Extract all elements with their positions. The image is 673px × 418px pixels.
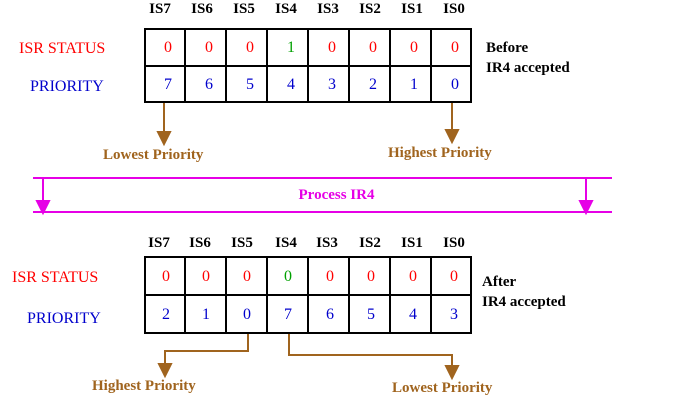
top-highest-priority-label: Highest Priority: [388, 145, 492, 161]
top-lowest-priority-label: Lowest Priority: [103, 147, 204, 163]
top-header-is4: IS4: [275, 1, 297, 17]
top-header-is1: IS1: [401, 1, 423, 17]
top-priority-is0: 0: [451, 76, 459, 93]
top-isr-is6: 0: [205, 39, 213, 56]
top-header-is3: IS3: [317, 1, 339, 17]
top-priority-is6: 6: [205, 76, 213, 93]
bottom-highest-arrow-shaft: [164, 334, 249, 366]
bottom-header-is4: IS4: [275, 235, 297, 251]
top-isr-is4: 1: [287, 39, 295, 56]
bottom-header-is3: IS3: [316, 235, 338, 251]
bottom-isr-is1: 0: [409, 268, 417, 285]
bottom-lowest-arrow-shaft: [288, 334, 453, 368]
bottom-isr-is7: 0: [162, 268, 170, 285]
bottom-header-is6: IS6: [189, 235, 211, 251]
after-note-line2: IR4 accepted: [482, 294, 566, 310]
top-priority-is7: 7: [164, 76, 172, 93]
bottom-isr-is4: 0: [284, 268, 292, 285]
before-note-line2: IR4 accepted: [486, 60, 570, 76]
bottom-priority-is0: 3: [450, 306, 458, 323]
bottom-priority-is5: 0: [243, 306, 251, 323]
bottom-isr-is2: 0: [367, 268, 375, 285]
before-note: Before IR4 accepted: [486, 38, 570, 78]
top-priority-is3: 3: [328, 76, 336, 93]
process-ir4-label: Process IR4: [298, 187, 375, 203]
bottom-priority-is2: 5: [367, 306, 375, 323]
after-note-line1: After: [482, 274, 517, 290]
top-header-is2: IS2: [359, 1, 381, 17]
bottom-priority-is3: 6: [326, 306, 334, 323]
top-lowest-arrowhead: [156, 131, 172, 147]
bottom-priority-is7: 2: [162, 306, 170, 323]
top-header-is6: IS6: [191, 1, 213, 17]
top-highest-arrowhead: [444, 129, 460, 145]
top-isr-is5: 0: [246, 39, 254, 56]
bottom-lowest-arrowhead: [444, 365, 460, 381]
bottom-isr-is0: 0: [450, 268, 458, 285]
process-right-arrowhead: [578, 200, 594, 216]
top-isr-is7: 0: [164, 39, 172, 56]
bottom-lowest-priority-label: Lowest Priority: [392, 380, 493, 396]
bottom-highest-priority-label: Highest Priority: [92, 378, 196, 394]
bottom-isr-is6: 0: [202, 268, 210, 285]
top-isr-is1: 0: [410, 39, 418, 56]
bottom-header-is1: IS1: [401, 235, 423, 251]
top-priority-is5: 5: [246, 76, 254, 93]
bottom-isr-status-label: ISR STATUS: [12, 269, 99, 286]
after-note: After IR4 accepted: [482, 272, 566, 312]
top-isr-is0: 0: [451, 39, 459, 56]
top-priority-is1: 1: [410, 76, 418, 93]
process-left-arrowhead: [35, 200, 51, 216]
bottom-priority-is1: 4: [409, 306, 417, 323]
top-header-is7: IS7: [149, 1, 171, 17]
bottom-header-is0: IS0: [443, 235, 465, 251]
bottom-header-is5: IS5: [231, 235, 253, 251]
before-note-line1: Before: [486, 40, 529, 56]
bottom-priority-is4: 7: [284, 306, 292, 323]
bottom-header-is7: IS7: [148, 235, 170, 251]
top-priority-label: PRIORITY: [30, 78, 104, 95]
top-isr-is2: 0: [369, 39, 377, 56]
top-priority-is2: 2: [369, 76, 377, 93]
bottom-priority-is6: 1: [202, 306, 210, 323]
top-isr-status-label: ISR STATUS: [19, 40, 106, 57]
bottom-highest-arrowhead: [157, 363, 173, 379]
bottom-header-is2: IS2: [359, 235, 381, 251]
bottom-isr-is5: 0: [243, 268, 251, 285]
top-isr-is3: 0: [328, 39, 336, 56]
bottom-priority-label: PRIORITY: [27, 310, 101, 327]
top-priority-is4: 4: [287, 76, 295, 93]
top-header-is0: IS0: [443, 1, 465, 17]
bottom-isr-is3: 0: [326, 268, 334, 285]
top-header-is5: IS5: [233, 1, 255, 17]
